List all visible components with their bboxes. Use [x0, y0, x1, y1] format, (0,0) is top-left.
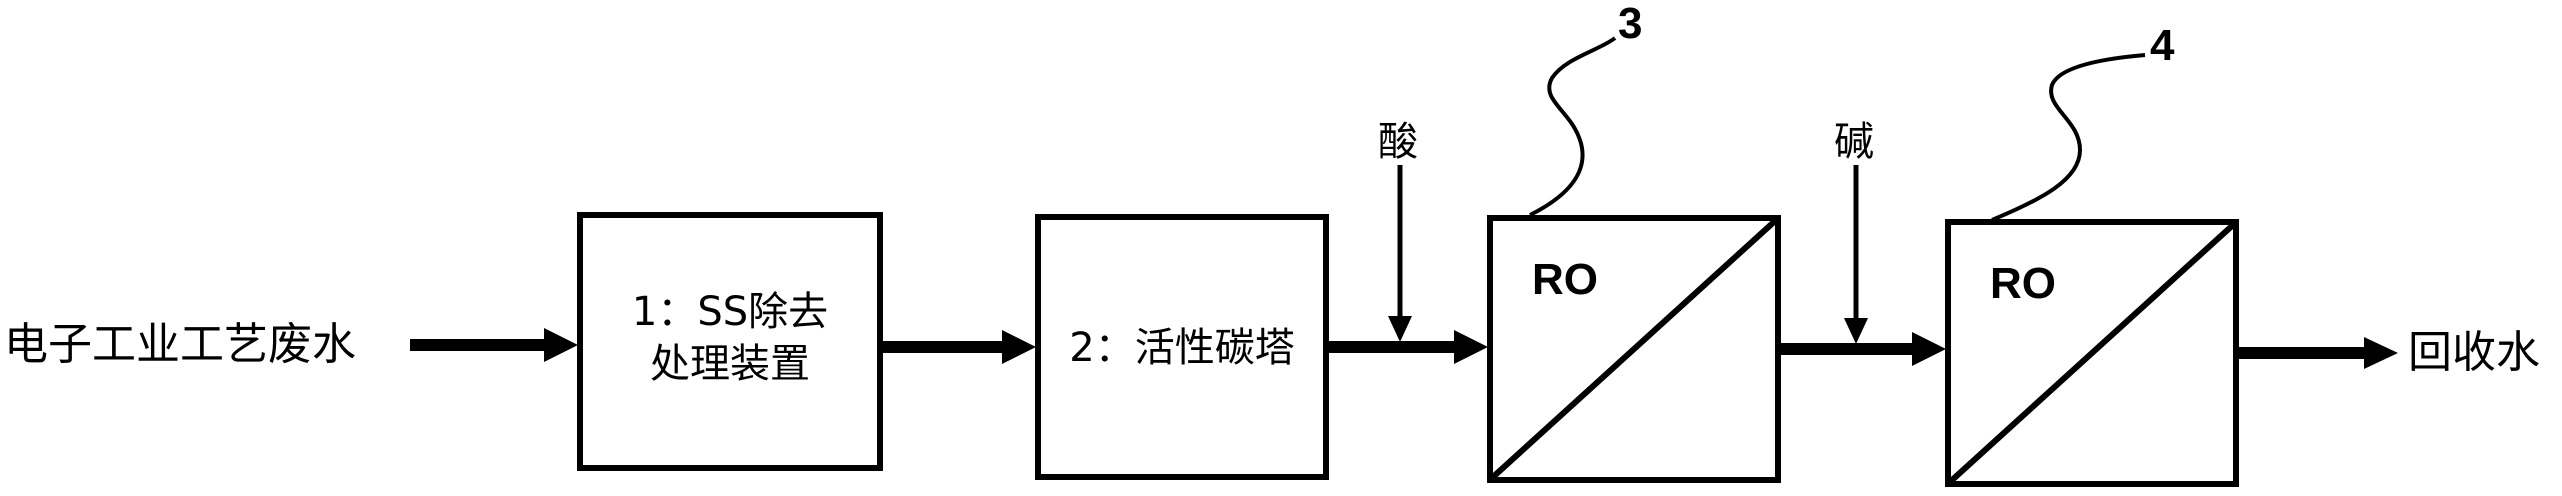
carbon-tower-box-label: 2：活性碳塔	[1069, 325, 1295, 371]
carbon-tower-box	[1035, 214, 1329, 480]
alkali-feed-arrowhead	[1844, 318, 1868, 344]
ss-removal-line1: 1：SS除去	[631, 289, 829, 335]
ref-3-leader-line	[1529, 36, 1617, 217]
recovered-water-label: 回收水	[2408, 327, 2540, 378]
acid-label: 酸	[1378, 119, 1418, 165]
ro-unit-1-membrane-diagonal	[1490, 218, 1778, 480]
arrowhead-ro1-to-ro2	[1912, 332, 1946, 366]
input-wastewater-label: 电子工业工艺废水	[4, 319, 356, 370]
ro-unit-2-label: RO	[1990, 259, 2056, 308]
ref-4-leader-line	[1991, 53, 2146, 222]
ss-removal-box-label: 1：SS除去 处理装置	[580, 286, 880, 390]
ss-removal-box	[577, 212, 883, 471]
ro-unit-1-label: RO	[1532, 255, 1598, 304]
arrowhead-input-to-box1	[544, 328, 578, 362]
alkali-label: 碱	[1834, 119, 1874, 165]
ro-unit-2-ref-number: 4	[2150, 21, 2175, 70]
acid-feed-arrowhead	[1388, 316, 1412, 342]
arrowhead-ro2-to-output	[2364, 337, 2398, 369]
arrowhead-box1-to-box2	[1002, 330, 1036, 364]
ro-unit-2-membrane-diagonal	[1948, 222, 2236, 484]
ss-removal-line2: 处理装置	[650, 341, 810, 387]
ro-unit-1-ref-number: 3	[1618, 0, 1643, 48]
arrowhead-box2-to-ro1	[1454, 330, 1488, 364]
